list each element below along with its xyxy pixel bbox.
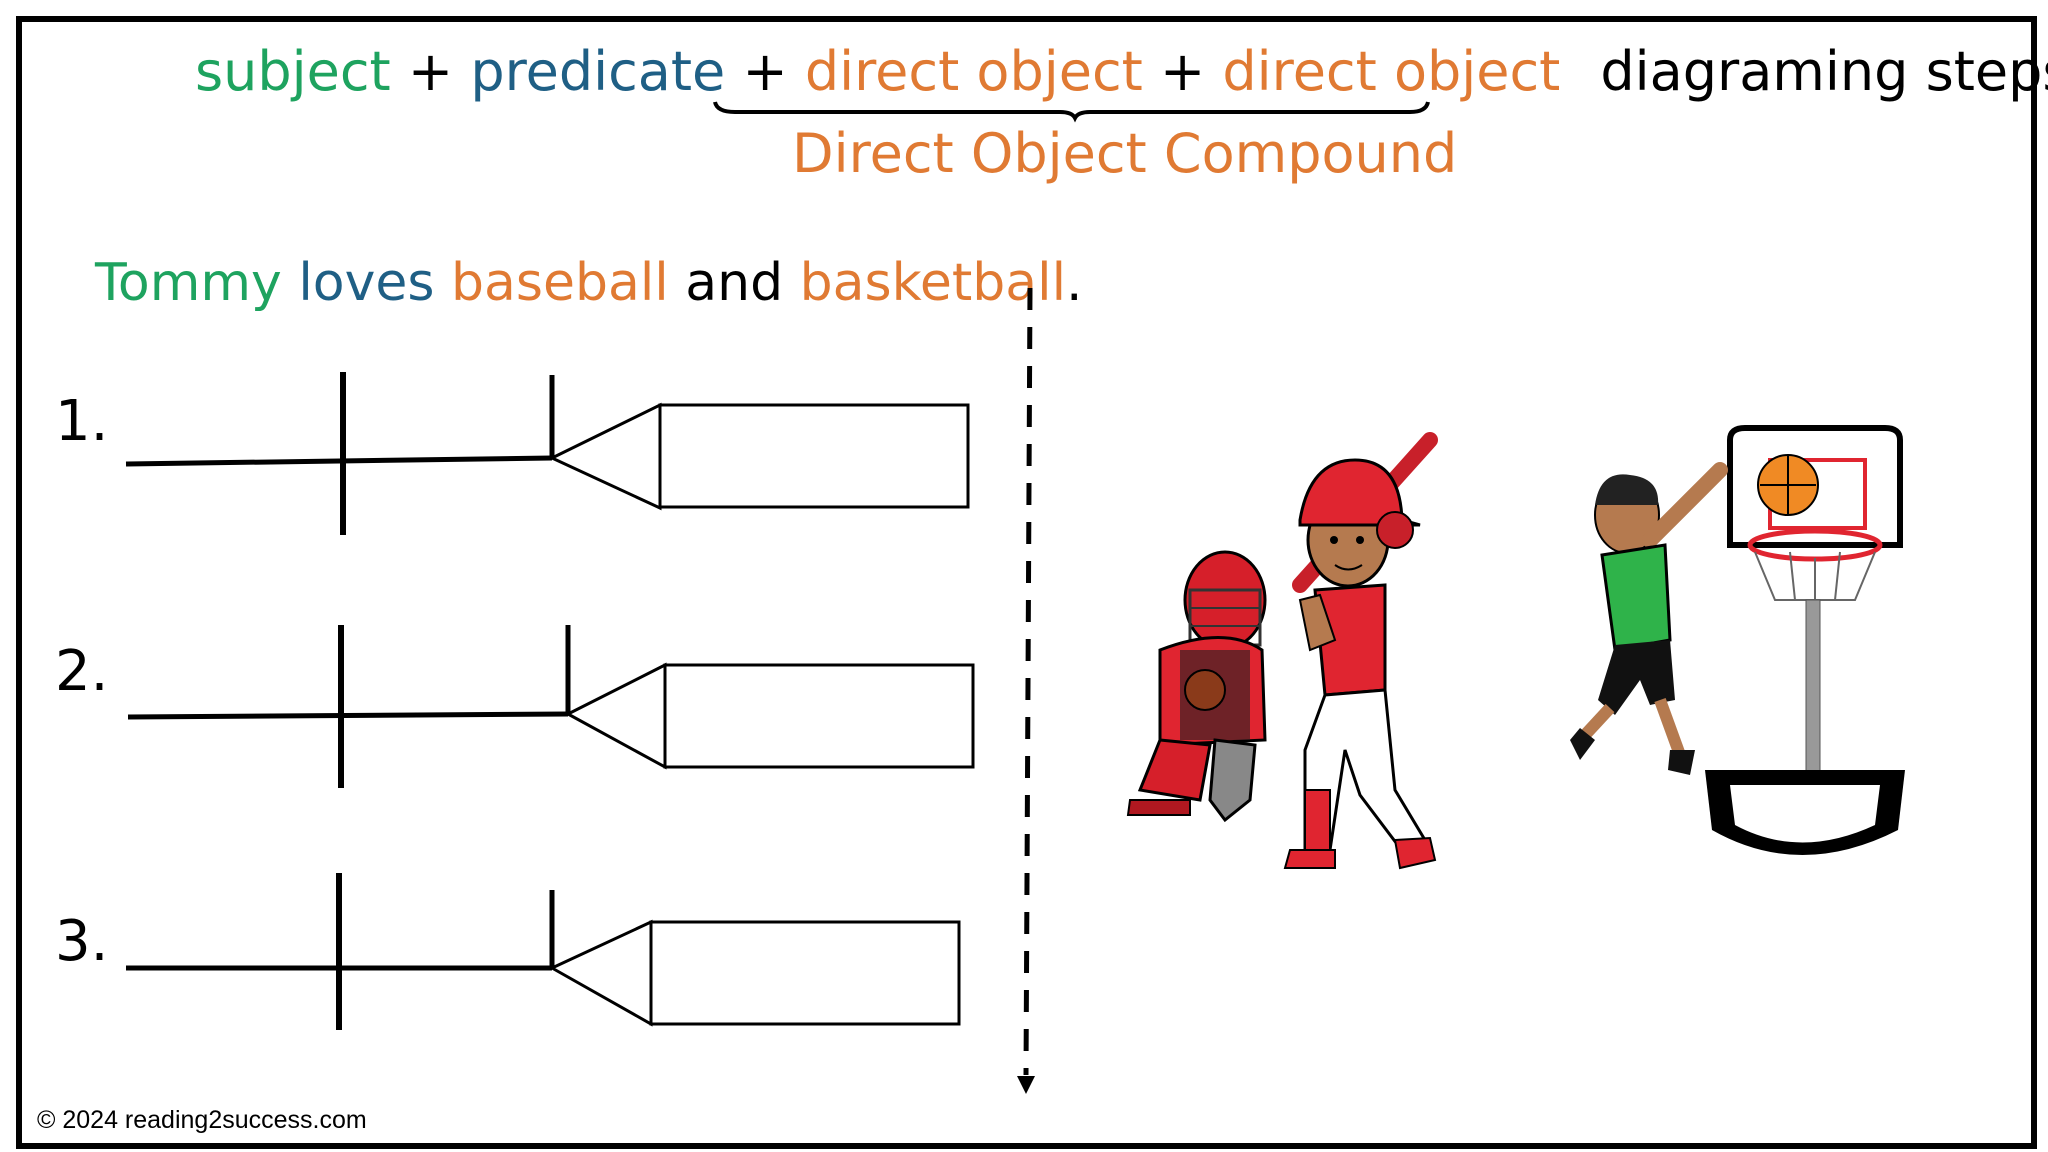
sentence-conjunction: and — [685, 253, 784, 313]
step-number-3: 3. — [55, 909, 109, 974]
compound-fork — [551, 919, 653, 1027]
baseline — [127, 711, 569, 720]
diagram-row-1 — [125, 372, 970, 535]
compound-object-box — [658, 403, 970, 509]
compound-label: Direct Object Compound — [792, 122, 1458, 185]
diagram-header: subject + predicate + direct object + di… — [195, 36, 2048, 108]
compound-fork — [567, 662, 667, 770]
baseball-catcher-icon — [1126, 550, 1267, 823]
diagram-row-3 — [126, 873, 961, 1030]
header-steps: diagraming steps — [1600, 40, 2048, 103]
header-predicate: predicate — [470, 40, 726, 103]
header-direct-object-1: direct object — [804, 40, 1143, 103]
step-number-1: 1. — [55, 389, 109, 454]
copyright-footer: © 2024 reading2success.com — [37, 1106, 367, 1134]
dashed-divider-arrow — [1023, 287, 1033, 1076]
basketball-player-icon — [1570, 454, 1819, 775]
sentence-verb: loves — [298, 253, 435, 313]
example-sentence: Tommy loves baseball and basketball. — [95, 248, 1083, 318]
header-plus: + — [390, 40, 471, 103]
baseball-batter-icon — [1283, 432, 1438, 870]
header-plus: + — [725, 40, 805, 103]
diagram-row-2 — [127, 625, 975, 788]
compound-object-box — [663, 663, 975, 769]
sentence-object-2: basketball — [799, 253, 1067, 313]
baseline — [125, 455, 553, 467]
header-subject: subject — [195, 40, 391, 103]
compound-brace — [713, 101, 1430, 123]
sentence-object-1: baseball — [451, 253, 669, 313]
arrow-head-icon — [1017, 1076, 1035, 1094]
step-number-2: 2. — [55, 639, 109, 704]
header-direct-object-2: direct object — [1222, 40, 1561, 103]
header-plus: + — [1142, 40, 1223, 103]
sentence-subject: Tommy — [95, 253, 282, 313]
compound-fork — [551, 402, 662, 511]
sentence-period: . — [1066, 253, 1083, 313]
compound-object-box — [649, 920, 961, 1026]
